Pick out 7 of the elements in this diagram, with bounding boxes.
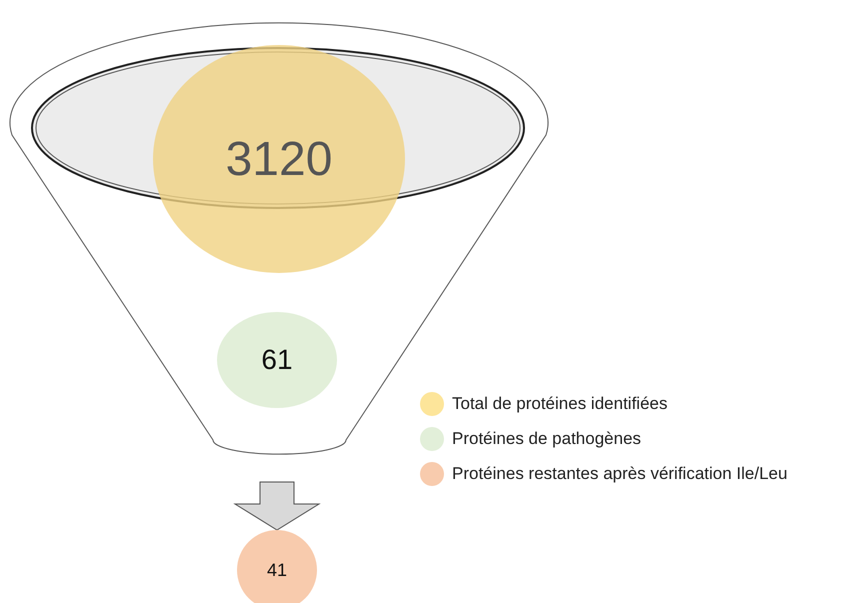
legend-label: Total de protéines identifiées: [452, 394, 668, 414]
count-value: 61: [261, 344, 293, 376]
legend-label: Protéines de pathogènes: [452, 429, 642, 449]
count-value: 3120: [226, 132, 332, 186]
count-value: 41: [266, 560, 288, 580]
arrow: [233, 482, 321, 531]
legend-label: Protéines restantes après vérification Ile/Leu: [452, 464, 788, 484]
